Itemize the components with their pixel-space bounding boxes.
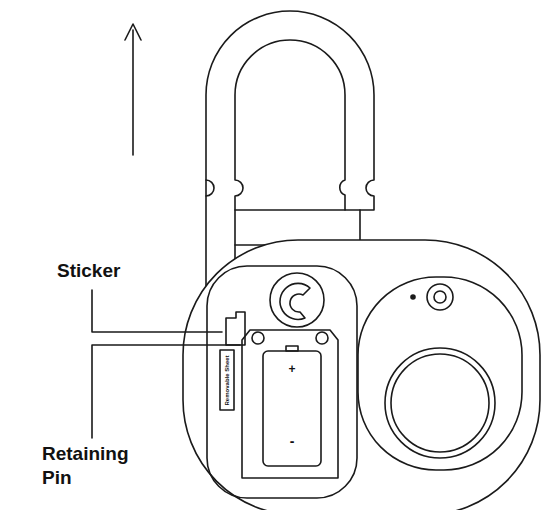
lid-button <box>385 348 495 458</box>
part-label: Sticker <box>57 260 167 282</box>
gear-screw <box>427 284 453 310</box>
indicator-dot <box>411 295 415 299</box>
polarity-mark: + <box>282 363 302 377</box>
screw <box>252 332 264 344</box>
gear-screw-center <box>434 291 446 303</box>
battery-holder <box>242 330 338 478</box>
part-label: Retaining Pin <box>42 442 142 490</box>
battery-compartment <box>207 266 357 498</box>
arrow-head <box>125 24 141 40</box>
leader-line <box>92 290 222 332</box>
lid-button-inner <box>391 354 489 452</box>
lock-body <box>183 240 540 510</box>
shackle-end <box>280 283 310 319</box>
shackle-notch <box>206 180 214 196</box>
direction-arrow <box>132 30 134 155</box>
leader-line <box>92 345 240 438</box>
screw <box>316 332 328 344</box>
polarity-mark: - <box>282 433 302 449</box>
battery <box>263 351 321 466</box>
lid <box>358 277 522 470</box>
shackle-hole <box>270 273 324 327</box>
sheet-label: Removable Sheet <box>224 351 231 409</box>
sticker <box>226 312 245 345</box>
removable-sheet <box>220 350 234 410</box>
